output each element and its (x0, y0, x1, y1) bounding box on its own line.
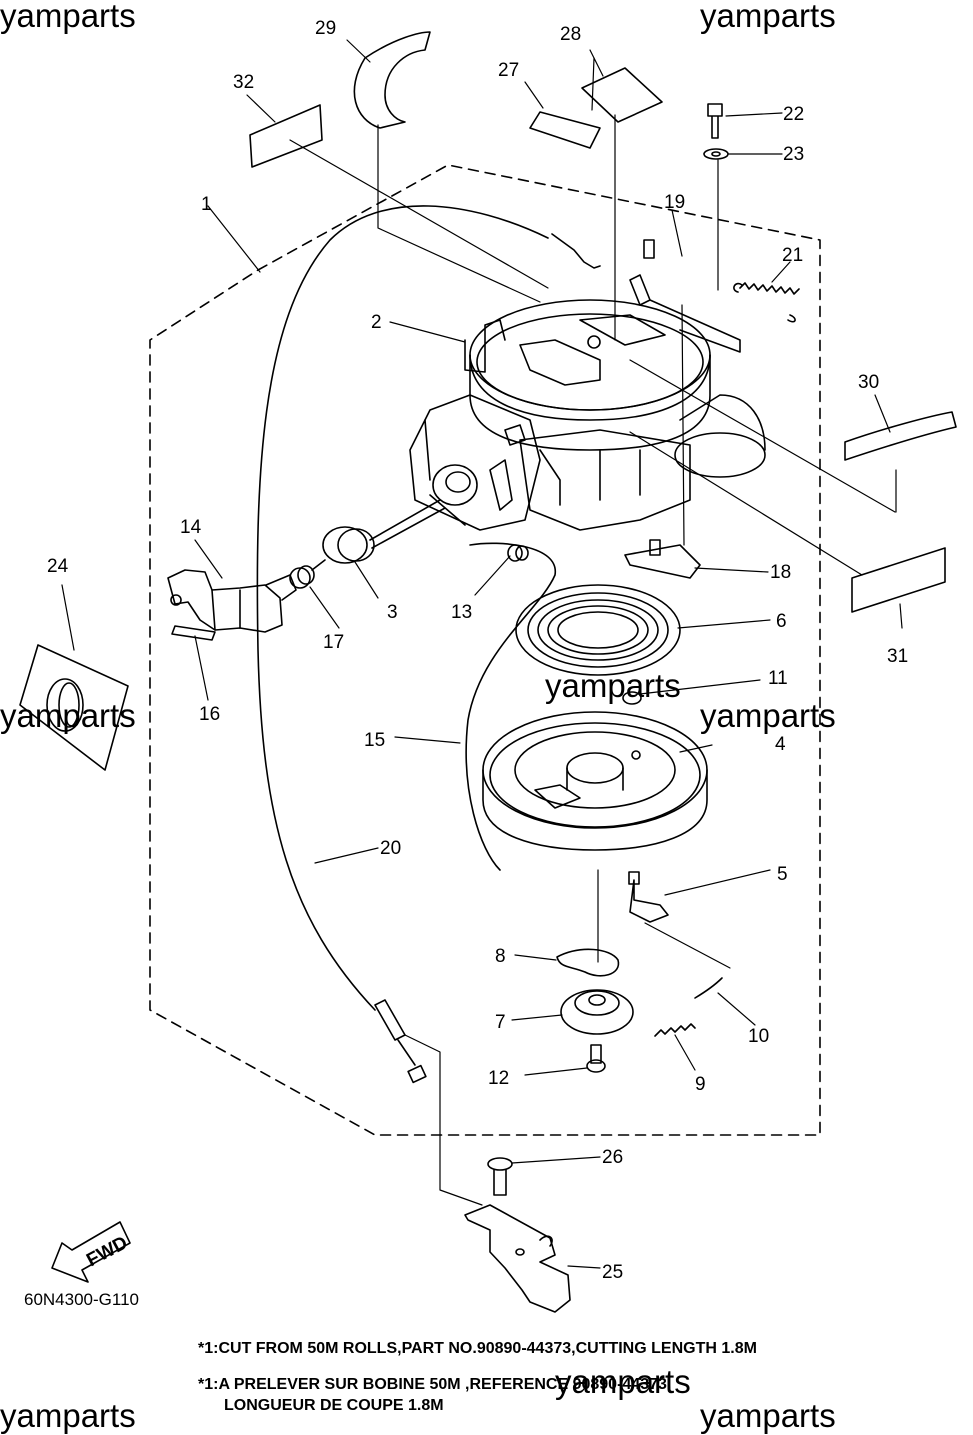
watermark-bottom-left: yamparts (0, 1397, 136, 1434)
note-line-2: *1:A PRELEVER SUR BOBINE 50M ,REFERENCE … (198, 1376, 672, 1393)
bracket-bolt (487, 1157, 513, 1196)
callout-23: 23 (783, 144, 804, 165)
sheave-pulley (482, 711, 708, 851)
callout-5: 5 (777, 864, 788, 885)
callout-28: 28 (560, 24, 581, 45)
watermark-bottom-center: yamparts (555, 1363, 691, 1400)
callout-2: 2 (371, 312, 382, 333)
grommet (289, 559, 326, 589)
decal-30 (844, 411, 957, 461)
bolt-top (707, 103, 723, 139)
plate (19, 644, 129, 771)
drive-pawl (628, 871, 669, 923)
watermark-mid-right: yamparts (700, 697, 836, 734)
callout-15: 15 (364, 730, 385, 751)
control-cable (256, 205, 601, 1084)
handle-bracket (167, 569, 297, 633)
decal-29 (353, 31, 431, 129)
watermark-mid-center: yamparts (545, 667, 681, 704)
callout-labels: 1 2 3 4 5 6 7 8 9 10 11 12 13 14 15 16 1… (47, 18, 908, 1283)
decal-32 (249, 104, 323, 168)
drawing-code: 60N4300-G110 (24, 1290, 139, 1309)
callout-13: 13 (451, 602, 472, 623)
callout-11: 11 (768, 668, 788, 689)
callout-18: 18 (770, 562, 791, 583)
spiral-spring (515, 584, 681, 676)
drive-plate (560, 989, 634, 1035)
screw (586, 1044, 606, 1073)
callout-31: 31 (887, 646, 908, 667)
callout-8: 8 (495, 946, 506, 967)
watermark-top-left: yamparts (0, 0, 136, 34)
callout-27: 27 (498, 60, 519, 81)
note-line-1: *1:CUT FROM 50M ROLLS,PART NO.90890-4437… (198, 1340, 757, 1357)
callout-16: 16 (199, 704, 220, 725)
callout-25: 25 (602, 1262, 623, 1283)
callout-10: 10 (748, 1026, 769, 1047)
callout-19: 19 (664, 192, 685, 213)
callout-22: 22 (783, 104, 804, 125)
callout-26: 26 (602, 1147, 623, 1168)
coil-spring (733, 282, 800, 323)
fwd-label: FWD (83, 1232, 131, 1271)
callout-3: 3 (387, 602, 398, 623)
callout-1: 1 (201, 194, 212, 215)
callout-9: 9 (695, 1074, 706, 1095)
return-spring (654, 1023, 696, 1037)
watermark-top-right: yamparts (700, 0, 836, 34)
callout-4: 4 (775, 734, 786, 755)
watermark-bottom-right: yamparts (700, 1397, 836, 1434)
leader-lines (61, 39, 903, 1269)
pin (643, 239, 655, 259)
decal-27 (529, 111, 601, 149)
washer (703, 148, 729, 160)
callout-32: 32 (233, 72, 254, 93)
callout-21: 21 (782, 245, 803, 266)
circlip (622, 691, 642, 705)
clip (171, 625, 216, 641)
callout-7: 7 (495, 1012, 506, 1033)
friction-plate (556, 948, 620, 977)
reference-lines (289, 57, 897, 1206)
callout-6: 6 (776, 611, 787, 632)
fwd-arrow-icon (51, 1221, 131, 1283)
rope-handle (322, 464, 478, 564)
bracket (464, 1204, 571, 1313)
pawl-spring (694, 977, 723, 999)
decal-31 (851, 547, 946, 613)
callout-24: 24 (47, 556, 69, 577)
cable-grommet (507, 544, 529, 562)
callout-14: 14 (180, 517, 202, 538)
cable-guide (465, 542, 556, 871)
watermarks: yamparts yamparts yamparts yamparts yamp… (0, 0, 836, 1434)
plunger (624, 539, 701, 579)
callout-12: 12 (488, 1068, 509, 1089)
callout-30: 30 (858, 372, 879, 393)
decal-28 (581, 67, 663, 123)
note-line-3: LONGUEUR DE COUPE 1.8M (224, 1397, 444, 1414)
callout-20: 20 (380, 838, 401, 859)
assembly-boundary (149, 164, 821, 1136)
starter-housing (409, 274, 766, 531)
watermark-mid-left: yamparts (0, 697, 136, 734)
callout-29: 29 (315, 18, 336, 39)
callout-17: 17 (323, 632, 344, 653)
